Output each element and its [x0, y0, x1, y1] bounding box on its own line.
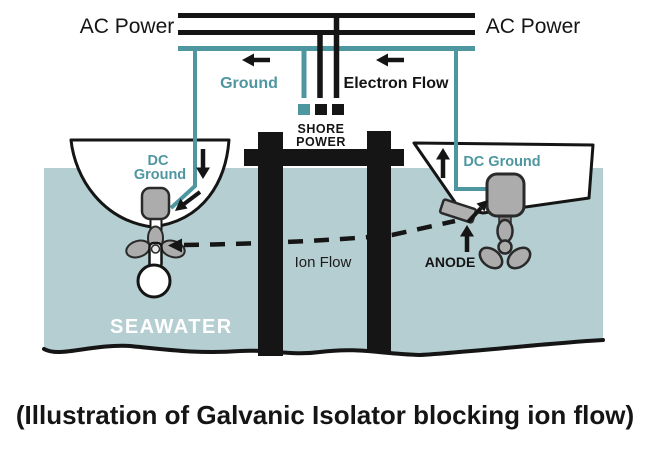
shore-power-pin-2: [332, 104, 344, 115]
anode-to-engine-arrow-icon: [466, 200, 488, 224]
electron-flow-arrow-icon: [376, 53, 404, 67]
right-dc-ground-wire: [454, 48, 486, 191]
left-boat-engine: [140, 186, 171, 221]
shore-power-pin-1: [315, 104, 327, 115]
right-boat-current-up-arrow-icon: [436, 148, 450, 178]
caption: (Illustration of Galvanic Isolator block…: [15, 400, 635, 430]
diagram-canvas: SEAWATER: [42, 13, 605, 358]
shore-power-drop-wires: [301, 15, 340, 98]
left-boat-wire-arrow-icon: [175, 190, 202, 211]
left-dc-ground-wire: [169, 48, 197, 210]
dock-crossbeam: [244, 149, 404, 166]
ac-power-lines: [178, 13, 475, 35]
dock-right-pile: [367, 131, 391, 353]
ac-power-right-label: AC Power: [486, 15, 581, 38]
left-boat-current-down-arrow-icon: [196, 149, 210, 179]
ac-power-left-label: AC Power: [80, 15, 175, 38]
seawater-label: SEAWATER: [110, 316, 233, 338]
ion-flow-arrow: [168, 218, 456, 253]
ground-label: Ground: [220, 75, 278, 92]
right-boat-engine: [485, 172, 526, 218]
ground-flow-arrow-icon: [242, 53, 270, 67]
shore-power-ground-pin: [298, 104, 310, 115]
anode-label: ANODE: [425, 254, 476, 270]
right-dc-ground-label: DC Ground: [463, 154, 540, 170]
right-boat-drive: [478, 213, 532, 270]
ion-flow-arrowhead-icon: [168, 238, 182, 253]
shore-power-label-line1: SHORE: [298, 122, 345, 136]
ion-flow-label: Ion Flow: [295, 254, 352, 271]
left-dc-ground-label-line1: DC: [148, 153, 169, 169]
shore-power-label-line2: POWER: [296, 135, 346, 149]
electron-flow-label: Electron Flow: [344, 75, 449, 92]
seafloor-line: [42, 338, 605, 358]
left-dc-ground-label-line2: Ground: [134, 167, 186, 183]
anode-pointer-arrow-icon: [460, 225, 474, 252]
